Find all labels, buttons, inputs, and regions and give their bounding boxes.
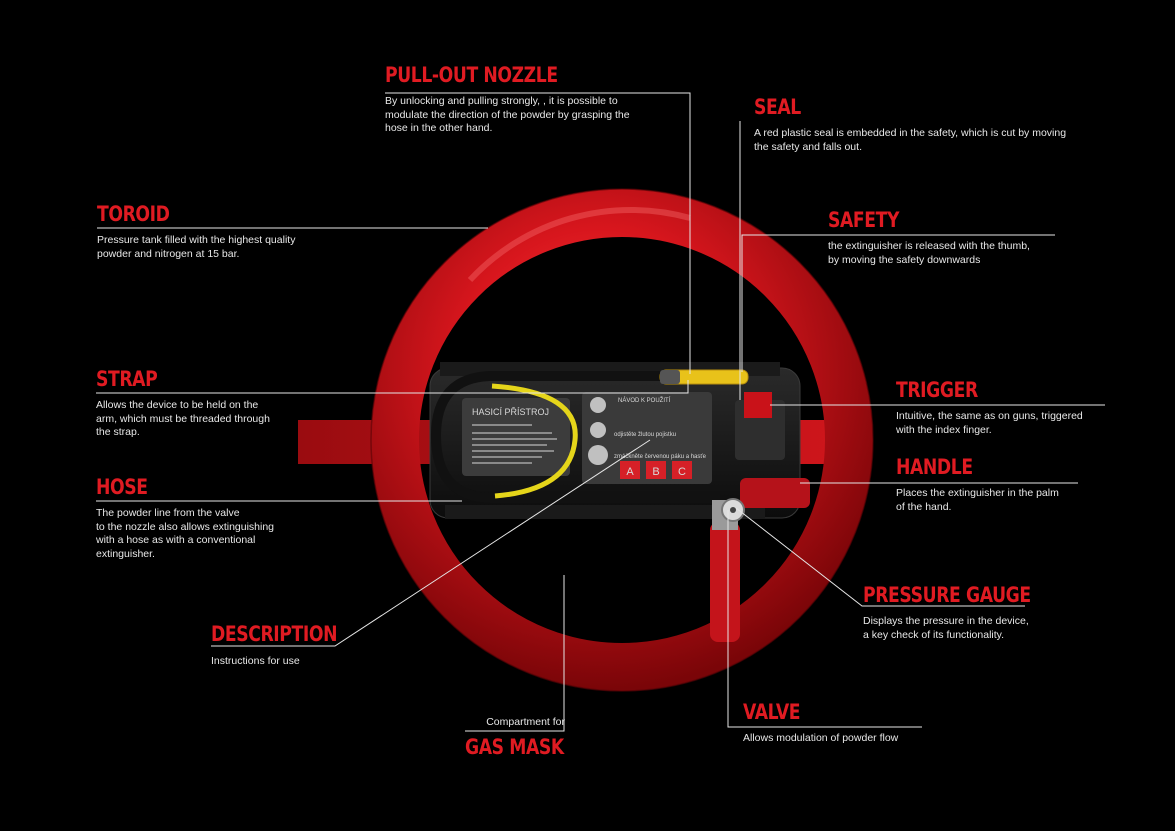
seal-desc-line: the safety and falls out. bbox=[754, 140, 862, 153]
toroid-title: TOROID bbox=[97, 202, 170, 226]
hose-desc-line: The powder line from the valve bbox=[96, 507, 240, 519]
pull-out-nozzle-desc-line: hose in the other hand. bbox=[385, 122, 493, 134]
valve-title: VALVE bbox=[743, 700, 801, 724]
description-title: DESCRIPTION bbox=[211, 622, 338, 646]
strap-desc: Allows the device to be held on the arm,… bbox=[96, 399, 270, 440]
fire-class-b: B bbox=[652, 466, 659, 478]
trigger-desc: Intuitive, the same as on guns, triggere… bbox=[896, 410, 1083, 437]
hose-desc-line: with a hose as with a conventional bbox=[96, 534, 256, 546]
callout-toroid: TOROID Pressure tank filled with the hig… bbox=[97, 202, 295, 261]
pull-out-nozzle-desc-line: By unlocking and pulling strongly, , it … bbox=[385, 95, 618, 107]
safety-desc-line: by moving the safety downwards bbox=[828, 253, 981, 266]
device-label-heading: HASICÍ PŘÍSTROJ bbox=[472, 407, 549, 417]
strap-desc-line: Allows the device to be held on the bbox=[96, 399, 259, 411]
toroid-desc: Pressure tank filled with the highest qu… bbox=[97, 234, 295, 261]
safety-title: SAFETY bbox=[828, 208, 900, 232]
pull-out-nozzle-title: PULL-OUT NOZZLE bbox=[385, 63, 558, 87]
fire-class-a: A bbox=[626, 466, 634, 478]
hose-title: HOSE bbox=[96, 475, 148, 499]
strap-title: STRAP bbox=[96, 367, 158, 391]
trigger-lever bbox=[744, 392, 772, 418]
callout-seal: SEAL A red plastic seal is embedded in t… bbox=[754, 95, 1066, 154]
device-label-step-1: odjistěte žlutou pojistku bbox=[614, 432, 676, 438]
seal-desc: A red plastic seal is embedded in the sa… bbox=[754, 127, 1066, 154]
pull-out-nozzle-desc-line: modulate the direction of the powder by … bbox=[385, 108, 630, 121]
trigger-desc-line: with the index finger. bbox=[896, 423, 992, 436]
description-desc-line: Instructions for use bbox=[211, 655, 300, 667]
strap-desc-line: arm, which must be threaded through bbox=[96, 412, 270, 425]
description-desc: Instructions for use bbox=[211, 655, 365, 669]
valve-desc: Allows modulation of powder flow bbox=[743, 732, 898, 746]
fire-class-c: C bbox=[678, 466, 686, 478]
seal-desc-line: A red plastic seal is embedded in the sa… bbox=[754, 127, 1067, 139]
callout-safety: SAFETY the extinguisher is released with… bbox=[828, 208, 1030, 267]
pressure-gauge-desc-line: Displays the pressure in the device, bbox=[863, 615, 1029, 627]
pressure-gauge-desc-line: a key check of its functionality. bbox=[863, 628, 1005, 641]
safety-desc-line: the extinguisher is released with the th… bbox=[828, 240, 1030, 252]
device-label-navod: NÁVOD K POUŽITÍ bbox=[618, 396, 671, 404]
handle-desc: Places the extinguisher in the palm of t… bbox=[896, 487, 1059, 514]
handle-desc-line: of the hand. bbox=[896, 500, 952, 513]
valve-desc-line: Allows modulation of powder flow bbox=[743, 732, 899, 744]
handle-desc-line: Places the extinguisher in the palm bbox=[896, 487, 1059, 499]
fire-class-badges: A B C bbox=[620, 461, 692, 479]
callout-pull-out-nozzle: PULL-OUT NOZZLE By unlocking and pulling… bbox=[385, 63, 630, 136]
handle-title: HANDLE bbox=[896, 455, 973, 479]
toroid-desc-line: powder and nitrogen at 15 bar. bbox=[97, 247, 240, 260]
seal-title: SEAL bbox=[754, 95, 801, 119]
device-body: HASICÍ PŘÍSTROJ NÁVOD K POUŽITÍ odjistět… bbox=[429, 362, 801, 519]
hose-desc: The powder line from the valve to the no… bbox=[96, 507, 274, 561]
trigger-title: TRIGGER bbox=[896, 378, 978, 402]
pressure-gauge-title: PRESSURE GAUGE bbox=[863, 583, 1031, 607]
hose-line bbox=[430, 371, 720, 503]
callout-description: DESCRIPTION Instructions for use bbox=[211, 622, 365, 669]
callout-valve: VALVE Allows modulation of powder flow bbox=[743, 700, 898, 746]
callout-hose: HOSE The powder line from the valve to t… bbox=[96, 475, 274, 561]
gas-mask-pre: Compartment for bbox=[486, 716, 565, 728]
hose-desc-line: to the nozzle also allows extinguishing bbox=[96, 520, 275, 533]
device-label-step-2: zmáčkněte červenou páku a hasťe bbox=[614, 454, 707, 460]
toroid-desc-line: Pressure tank filled with the highest qu… bbox=[97, 234, 296, 246]
valve-tube bbox=[710, 522, 740, 642]
callout-pressure-gauge: PRESSURE GAUGE Displays the pressure in … bbox=[863, 583, 1068, 642]
hose-desc-line: extinguisher. bbox=[96, 547, 155, 560]
strap-desc-line: the strap. bbox=[96, 426, 140, 438]
callout-trigger: TRIGGER Intuitive, the same as on guns, … bbox=[896, 378, 1083, 437]
pull-out-nozzle-desc: By unlocking and pulling strongly, , it … bbox=[385, 95, 630, 136]
handle-grip bbox=[740, 478, 810, 508]
gas-mask-title: GAS MASK bbox=[465, 735, 564, 759]
callout-gas-mask: Compartment for GAS MASK bbox=[465, 716, 565, 759]
callout-strap: STRAP Allows the device to be held on th… bbox=[96, 367, 270, 440]
safety-desc: the extinguisher is released with the th… bbox=[828, 240, 1030, 267]
pressure-gauge-desc: Displays the pressure in the device, a k… bbox=[863, 615, 1068, 642]
leader-lines bbox=[96, 92, 1105, 732]
trigger-desc-line: Intuitive, the same as on guns, triggere… bbox=[896, 410, 1083, 422]
toroid-ring bbox=[371, 189, 873, 691]
callout-handle: HANDLE Places the extinguisher in the pa… bbox=[896, 455, 1059, 514]
